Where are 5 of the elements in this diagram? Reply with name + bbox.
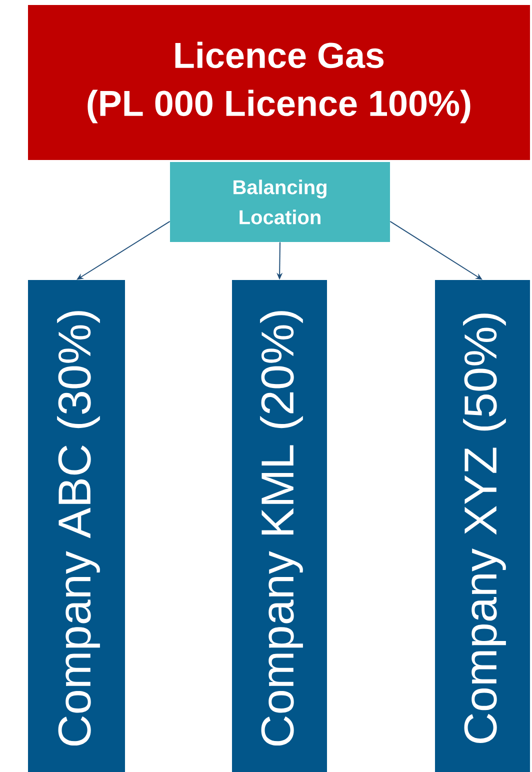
company-bar: Company XYZ (50%): [435, 280, 530, 772]
company-bar: Company ABC (30%): [28, 280, 125, 772]
company-bar: Company KML (20%): [232, 280, 327, 772]
location-box: Balancing Location: [170, 162, 390, 242]
licence-box: Licence Gas (PL 000 Licence 100%): [28, 5, 530, 160]
